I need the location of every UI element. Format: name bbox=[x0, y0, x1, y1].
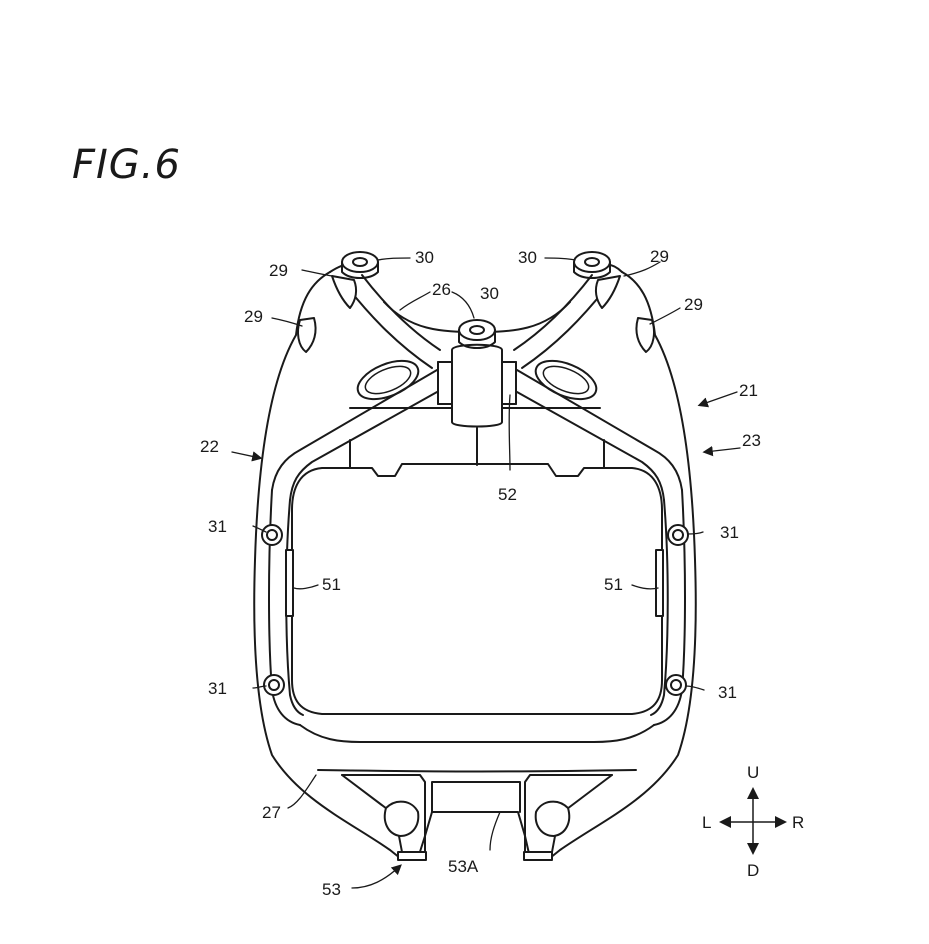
label-51-left: 51 bbox=[322, 575, 341, 594]
label-53a: 53A bbox=[448, 857, 479, 876]
mount-tab-29-lower-left bbox=[297, 317, 317, 353]
diagonal-braces bbox=[271, 369, 683, 501]
compass-up-label: U bbox=[747, 763, 759, 782]
label-30-center: 30 bbox=[480, 284, 499, 303]
label-31-upper-right: 31 bbox=[720, 523, 739, 542]
label-29-lower-left: 29 bbox=[244, 307, 263, 326]
compass-down-label: D bbox=[747, 861, 759, 880]
leader-lines bbox=[231, 257, 741, 889]
oval-opening-left bbox=[356, 359, 420, 401]
frame-outer-outline bbox=[253, 271, 697, 859]
central-opening bbox=[291, 463, 663, 715]
pad-51-left bbox=[285, 549, 294, 617]
label-52: 52 bbox=[498, 485, 517, 504]
direction-compass: U D L R bbox=[702, 763, 804, 880]
mount-boss-30-left bbox=[341, 251, 379, 279]
label-29-upper-right: 29 bbox=[650, 247, 669, 266]
label-22: 22 bbox=[200, 437, 219, 456]
lower-cross-member bbox=[299, 724, 655, 743]
label-31-lower-right: 31 bbox=[718, 683, 737, 702]
bolt-hole-31-upper-right bbox=[667, 524, 689, 546]
compass-left-label: L bbox=[702, 813, 711, 832]
bolt-hole-31-lower-left bbox=[263, 674, 285, 696]
bolt-hole-31-upper-left bbox=[261, 524, 283, 546]
label-51-right: 51 bbox=[604, 575, 623, 594]
mount-boss-30-center bbox=[458, 319, 496, 349]
label-26: 26 bbox=[432, 280, 451, 299]
oval-opening-right bbox=[534, 359, 598, 401]
pad-51-right bbox=[655, 549, 664, 617]
side-frame-22-rail bbox=[285, 499, 304, 716]
mount-tab-29-lower-right bbox=[635, 317, 655, 353]
bolt-hole-31-lower-right bbox=[665, 674, 687, 696]
compass-right-label: R bbox=[792, 813, 804, 832]
mount-tab-29-upper-left bbox=[331, 275, 358, 309]
center-boss-52 bbox=[437, 343, 517, 466]
label-21: 21 bbox=[739, 381, 758, 400]
label-30-right: 30 bbox=[518, 248, 537, 267]
mount-tab-29-upper-right bbox=[594, 275, 621, 309]
label-27: 27 bbox=[262, 803, 281, 822]
bottom-bracket-53 bbox=[341, 774, 613, 861]
label-30-left: 30 bbox=[415, 248, 434, 267]
side-frame-23-rail bbox=[650, 499, 669, 716]
label-31-upper-left: 31 bbox=[208, 517, 227, 536]
figure-title: FIG.6 bbox=[72, 142, 181, 188]
mount-boss-30-right bbox=[573, 251, 611, 279]
label-29-upper-left: 29 bbox=[269, 261, 288, 280]
label-29-lower-right: 29 bbox=[684, 295, 703, 314]
label-53: 53 bbox=[322, 880, 341, 899]
label-31-lower-left: 31 bbox=[208, 679, 227, 698]
label-23: 23 bbox=[742, 431, 761, 450]
